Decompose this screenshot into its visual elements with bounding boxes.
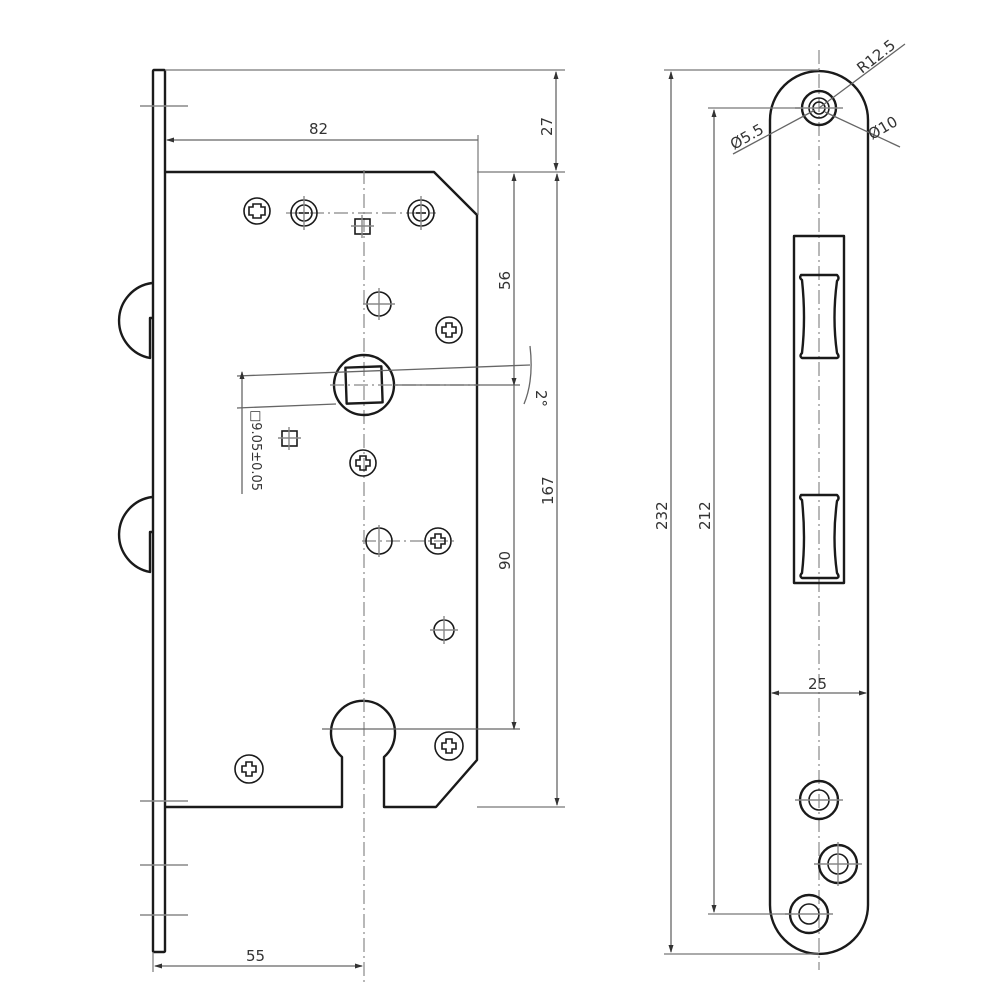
angle-arc [523,345,532,405]
latch-window-upper [799,273,840,360]
latch-window-lower [799,493,840,580]
dim-56-label: 56 [496,271,514,290]
faceplate-hole-lower-a [795,779,843,821]
hole-upper [363,288,395,320]
dim-167-label: 167 [539,476,557,505]
dim-r12-5-label: R12.5 [853,36,899,77]
lock-case-outline [165,170,479,809]
small-square-top [351,215,374,238]
dim-r12-5-leader [818,43,906,109]
faceplate-outline [768,69,870,956]
dim-angle-label: 2° [532,390,550,407]
dim-25-label: 25 [808,675,827,693]
small-square-mid [278,427,301,450]
faceplate-hole-lower-c [785,893,833,935]
faceplate-hole-lower-b [814,842,862,886]
dim-82-label: 82 [309,120,328,138]
dim-55-label: 55 [246,947,265,965]
dim-212-label: 212 [696,501,714,530]
hole-middle [365,525,393,557]
screw-center [349,449,377,477]
screw-upper-right [435,316,463,344]
latch-bolt-upper [117,281,153,360]
front-view: □9.05±0.05 [117,68,565,985]
faceplate-strip [151,68,167,954]
faceplate-view: R12.5 Ø10 Ø5.5 232 212 25 [653,36,906,970]
screw-hole-top-b [407,196,435,230]
dim-90-label: 90 [496,551,514,570]
screw-top-left [243,197,271,225]
angle-reference-upper [236,364,531,377]
screw-lower-right [434,731,464,761]
dim-232-label: 232 [653,501,671,530]
screw-middle-right [424,527,452,555]
screw-lower-left [234,754,264,784]
hole-lower-right [430,616,458,644]
angle-reference-lower [236,403,337,409]
dim-27-label: 27 [538,117,556,136]
latch-opening [792,234,846,585]
latch-bolt-lower [117,495,153,574]
screw-hole-top-a [290,196,318,230]
dim-dia5-5-leader [732,109,816,155]
spindle-square-label: □9.05±0.05 [248,410,263,491]
dim-dia5-5-label: Ø5.5 [727,120,767,153]
dim-dia10-leader [824,111,901,148]
